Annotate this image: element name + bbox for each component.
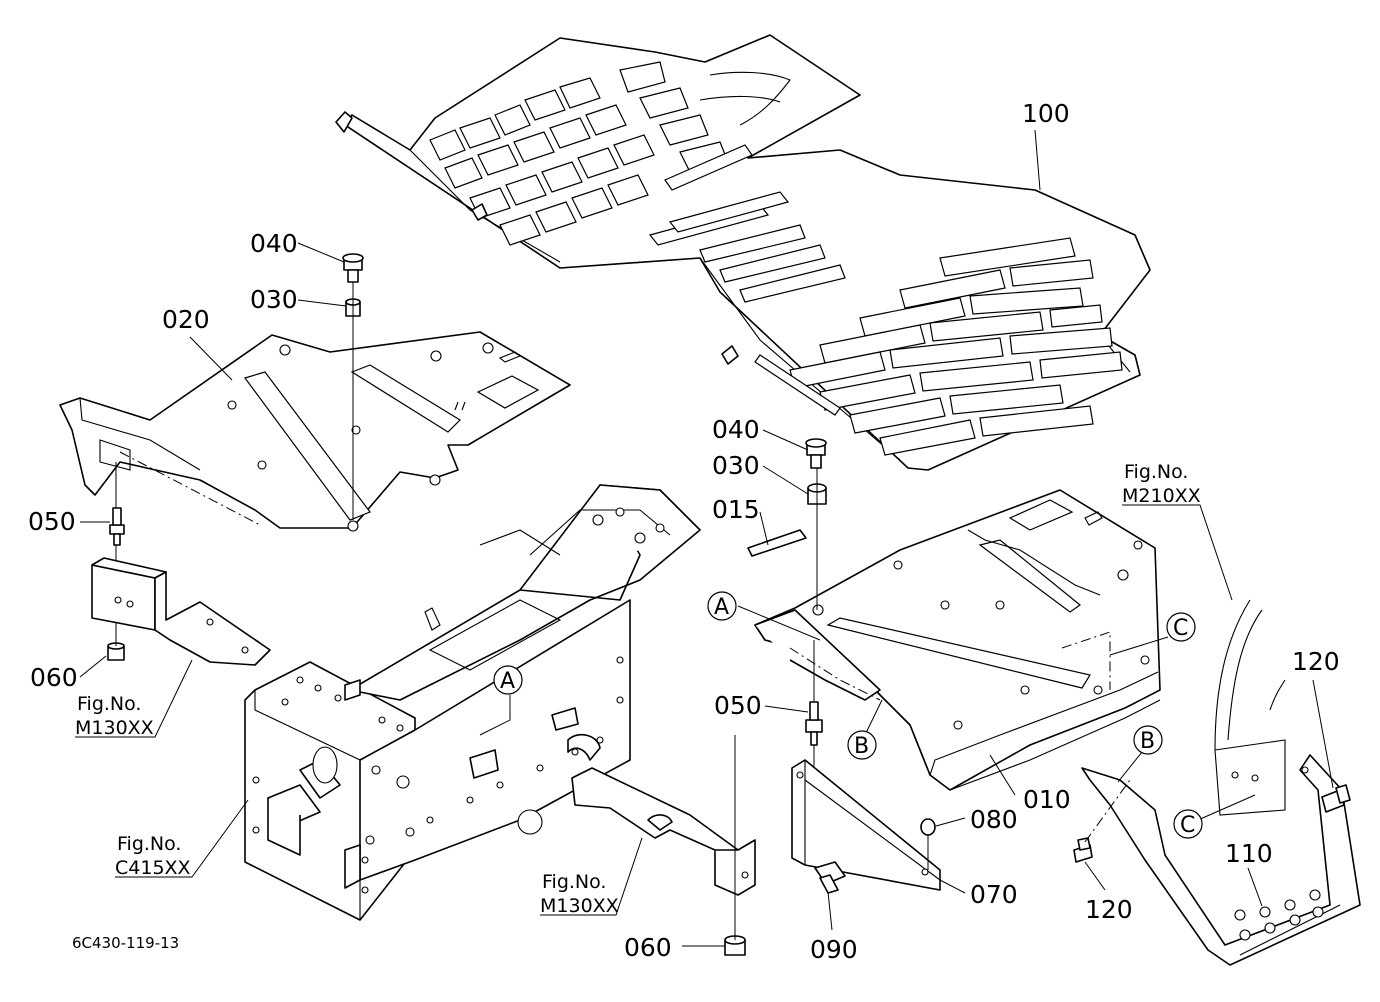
label-070: 070 [970, 880, 1018, 909]
label-050-right: 050 [714, 691, 762, 720]
cap-080 [920, 818, 936, 836]
leader-lines [75, 129, 1334, 947]
label-020: 020 [162, 305, 210, 334]
label-060-right: 060 [624, 933, 672, 962]
bolt-120-left [1073, 837, 1093, 863]
mat-right-rungs [754, 237, 1123, 456]
ref-circle-c2 [1173, 809, 1203, 839]
fig-m210-code: M210XX [1122, 485, 1201, 507]
ref-markers: A A B B C C [493, 591, 1203, 839]
fig-m210-title: Fig.No. [1124, 461, 1188, 483]
label-030-left: 030 [250, 285, 298, 314]
fig-m130a-code: M130XX [75, 717, 154, 739]
fig-m130b-title: Fig.No. [542, 871, 606, 893]
fig-m130b-code: M130XX [540, 895, 619, 917]
label-120-right: 120 [1292, 647, 1340, 676]
label-100: 100 [1022, 99, 1070, 128]
ref-c2: C [1180, 813, 1195, 838]
bracket-left [91, 557, 271, 666]
mat-center-rungs [648, 191, 846, 303]
ref-a2: A [500, 669, 515, 694]
step-110 [1081, 754, 1361, 966]
ref-a1: A [714, 595, 729, 620]
bolt-050-left [109, 507, 125, 546]
floor-mat-100 [335, 34, 1151, 471]
key-015 [747, 529, 807, 557]
mat-pin-right [721, 345, 739, 365]
label-090: 090 [810, 935, 858, 964]
label-120-left: 120 [1085, 895, 1133, 924]
part-labels: 100 040 030 020 050 060 040 030 015 050 … [28, 99, 1340, 964]
ref-circle-b2 [1133, 725, 1163, 755]
ref-b2: B [1140, 729, 1155, 754]
bolt-040-right [805, 438, 827, 469]
label-015: 015 [712, 495, 760, 524]
fig-m130a-title: Fig.No. [77, 693, 141, 715]
ref-circle-b1 [847, 730, 877, 760]
figure-references: Fig.No. M210XX Fig.No. M130XX Fig.No. C4… [75, 461, 1201, 917]
bolt-120-right [1321, 784, 1351, 813]
fig-c415-code: C415XX [115, 857, 191, 879]
bracket-center-lower [571, 767, 756, 896]
label-030-right: 030 [712, 451, 760, 480]
ref-c1: C [1173, 616, 1188, 641]
label-060-left: 060 [30, 663, 78, 692]
floor-plate-020 [59, 331, 571, 532]
label-050-left: 050 [28, 507, 76, 536]
mat-pin-mid [471, 203, 488, 221]
ref-circle-a2 [493, 665, 523, 695]
label-040-right: 040 [712, 415, 760, 444]
mat-left-rungs [429, 61, 791, 246]
bolt-050-right [805, 701, 823, 746]
cab-post-fragment [1214, 599, 1286, 816]
label-040-left: 040 [250, 229, 298, 258]
label-010: 010 [1023, 785, 1071, 814]
bracket-070 [791, 759, 941, 891]
ref-circle-a1 [707, 591, 737, 621]
fig-c415-title: Fig.No. [117, 833, 181, 855]
mat-pin-left [335, 111, 353, 133]
ref-circle-c1 [1166, 612, 1196, 642]
bolt-090 [814, 861, 846, 894]
bolt-040-left [342, 253, 364, 283]
center-frame [244, 484, 701, 921]
floor-plate-010 [754, 489, 1161, 791]
label-110: 110 [1225, 839, 1273, 868]
label-080: 080 [970, 805, 1018, 834]
ref-b1: B [854, 734, 869, 759]
drawing-code: 6C430-119-13 [72, 934, 179, 952]
